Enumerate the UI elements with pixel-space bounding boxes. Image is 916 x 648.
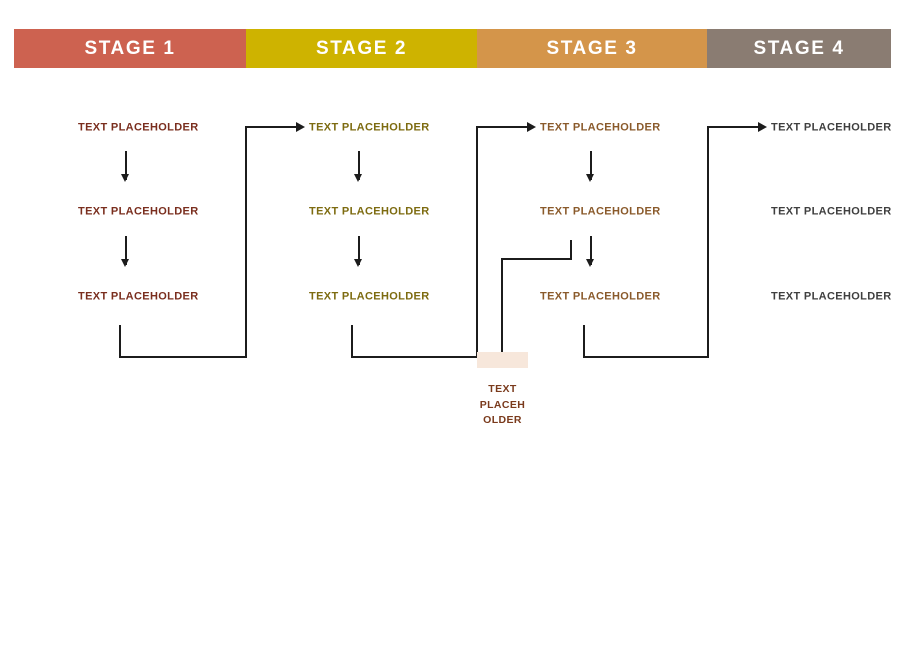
arrow-stem-stage2-r2-r3 bbox=[358, 236, 360, 265]
connector-s3-s4-riser-right bbox=[707, 126, 709, 358]
connector-s1-s2-riser-right bbox=[245, 126, 247, 358]
outcome-label-line-2: PLACEH bbox=[479, 398, 526, 411]
arrow-right-icon-s1-s2 bbox=[296, 122, 305, 132]
connector-s1-s2-base bbox=[119, 356, 247, 358]
node-stage2-row1[interactable]: TEXT PLACEHOLDER bbox=[309, 121, 430, 134]
node-stage1-row2[interactable]: TEXT PLACEHOLDER bbox=[78, 205, 199, 218]
arrow-right-icon-s2-s3 bbox=[527, 122, 536, 132]
connector-branch-horizontal bbox=[501, 258, 572, 260]
node-stage3-row3[interactable]: TEXT PLACEHOLDER bbox=[540, 290, 661, 303]
arrow-right-icon-s3-s4 bbox=[758, 122, 767, 132]
connector-s2-s3-riser-right bbox=[476, 126, 478, 358]
arrow-stem-stage3-r1-r2 bbox=[590, 151, 592, 180]
stage-label-1: STAGE 1 bbox=[84, 38, 176, 59]
connector-s3-s4-riser-left bbox=[583, 325, 585, 358]
node-stage3-row1[interactable]: TEXT PLACEHOLDER bbox=[540, 121, 661, 134]
stage-segment-3[interactable]: STAGE 3 bbox=[477, 29, 707, 68]
arrow-down-icon-stage1-r2-r3 bbox=[121, 259, 129, 267]
outcome-label-line-3: OLDER bbox=[483, 414, 522, 426]
connector-s3-s4-base bbox=[583, 356, 709, 358]
connector-s1-s2-lead bbox=[245, 126, 298, 128]
node-stage4-row2[interactable]: TEXT PLACEHOLDER bbox=[771, 205, 892, 218]
node-stage3-row2[interactable]: TEXT PLACEHOLDER bbox=[540, 205, 661, 218]
stage-label-2: STAGE 2 bbox=[315, 38, 408, 59]
arrow-down-icon-stage2-r2-r3 bbox=[354, 259, 362, 267]
connector-s2-s3-riser-left bbox=[351, 325, 353, 358]
outcome-label-line-1: TEXT bbox=[488, 383, 517, 395]
node-stage2-row2[interactable]: TEXT PLACEHOLDER bbox=[309, 205, 430, 218]
stage-label-3: STAGE 3 bbox=[546, 38, 638, 59]
connector-s3-s4-lead bbox=[707, 126, 760, 128]
node-stage4-row3[interactable]: TEXT PLACEHOLDER bbox=[771, 290, 892, 303]
connector-branch-stub bbox=[570, 240, 572, 260]
arrow-down-icon-stage2-r1-r2 bbox=[354, 174, 362, 182]
stage-segment-2[interactable]: STAGE 2 bbox=[246, 29, 477, 68]
stage-segment-4[interactable]: STAGE 4 bbox=[707, 29, 891, 68]
arrow-stem-stage3-r2-r3 bbox=[590, 236, 592, 265]
arrow-stem-stage2-r1-r2 bbox=[358, 151, 360, 180]
stage-label-4: STAGE 4 bbox=[753, 38, 845, 59]
stage-header-bar: STAGE 1 STAGE 2 STAGE 3 STAGE 4 bbox=[14, 29, 891, 68]
outcome-highlight-band bbox=[477, 352, 528, 368]
arrow-down-icon-stage3-r1-r2 bbox=[586, 174, 594, 182]
connector-branch-descender bbox=[501, 258, 503, 357]
arrow-down-icon-stage1-r1-r2 bbox=[121, 174, 129, 182]
arrow-stem-stage1-r2-r3 bbox=[125, 236, 127, 265]
node-stage4-row1[interactable]: TEXT PLACEHOLDER bbox=[771, 121, 892, 134]
node-stage1-row1[interactable]: TEXT PLACEHOLDER bbox=[78, 121, 199, 134]
node-stage1-row3[interactable]: TEXT PLACEHOLDER bbox=[78, 290, 199, 303]
arrow-stem-stage1-r1-r2 bbox=[125, 151, 127, 180]
node-stage2-row3[interactable]: TEXT PLACEHOLDER bbox=[309, 290, 430, 303]
arrow-down-icon-stage3-r2-r3 bbox=[586, 259, 594, 267]
connector-s2-s3-base bbox=[351, 356, 478, 358]
connector-s1-s2-riser-left bbox=[119, 325, 121, 358]
outcome-node-label[interactable]: TEXT PLACEH OLDER bbox=[462, 382, 543, 429]
stage-segment-1[interactable]: STAGE 1 bbox=[14, 29, 246, 68]
connector-s2-s3-lead bbox=[476, 126, 529, 128]
